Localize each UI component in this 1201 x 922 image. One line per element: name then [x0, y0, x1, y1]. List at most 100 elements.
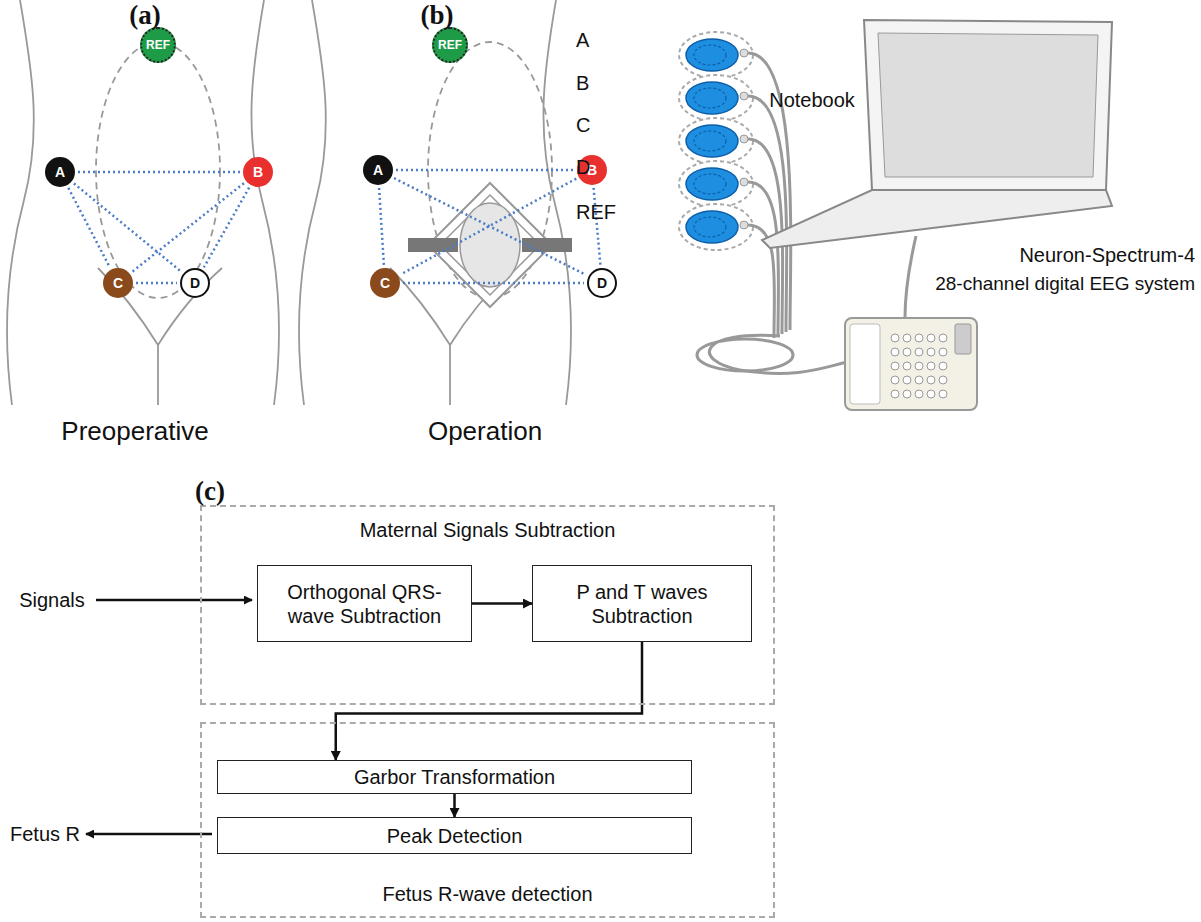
eeg-cable	[905, 236, 916, 318]
process-label: Peak Detection	[387, 824, 523, 848]
electrode-pads	[679, 204, 753, 250]
electrode-marker: D	[180, 268, 210, 298]
eeg-device	[915, 390, 923, 398]
electrode-letter: C	[380, 275, 390, 291]
flow-arrow	[96, 599, 252, 602]
electrode-marker: A	[45, 157, 75, 187]
eeg-device	[891, 334, 899, 342]
panel-caption: Preoperative	[61, 417, 208, 447]
torso-outline	[449, 345, 451, 405]
eeg-device	[939, 348, 947, 356]
electrode-marker: C	[370, 268, 400, 298]
electrode-lead-line	[594, 188, 601, 265]
eeg-device	[939, 390, 947, 398]
notebook	[864, 20, 1112, 190]
electrode-pads	[679, 161, 753, 207]
electrode-letter: A	[373, 162, 383, 178]
electrode-lead-line	[136, 282, 177, 285]
torso-outline	[543, 0, 570, 405]
eeg-device	[927, 334, 935, 342]
electrode-lead-line	[403, 282, 584, 285]
eeg-device	[891, 376, 899, 384]
eeg-device	[891, 390, 899, 398]
notebook	[762, 20, 1112, 248]
panel-letter: (b)	[421, 0, 454, 31]
electrode-name: A	[576, 29, 589, 52]
flow-arrow	[472, 602, 532, 605]
electrode-letter: A	[55, 164, 65, 180]
surgical-field	[408, 238, 458, 252]
electrode-pads	[679, 32, 753, 78]
torso-outline	[157, 345, 159, 405]
eeg-device	[927, 390, 935, 398]
eeg-device	[927, 348, 935, 356]
electrode-name: D	[576, 156, 590, 179]
electrode-lead-line	[78, 171, 240, 174]
eeg-device	[927, 376, 935, 384]
eeg-device	[891, 362, 899, 370]
electrode-marker: C	[103, 268, 133, 298]
electrode-name: REF	[576, 201, 616, 224]
process-label: P and T waves Subtraction	[541, 580, 743, 628]
signal-name: Fetus R	[10, 823, 80, 846]
torso-outline	[251, 0, 278, 405]
electrode-marker: B	[243, 157, 273, 187]
group-heading: Fetus R-wave detection	[202, 883, 773, 906]
electrode-lead-line	[68, 188, 109, 267]
electrode-lead-line	[74, 183, 181, 271]
signal-name: Signals	[19, 589, 85, 612]
eeg-device	[915, 376, 923, 384]
flow-arrow	[453, 794, 456, 817]
flow-arrow	[336, 642, 642, 760]
electrode-marker: REF	[140, 27, 176, 63]
electrode-lead-line	[396, 169, 574, 172]
eeg-cable	[905, 236, 916, 318]
surgical-field	[522, 238, 572, 252]
electrode-letter: D	[190, 275, 200, 291]
process-label: Garbor Transformation	[354, 765, 555, 789]
eeg-device	[845, 318, 977, 410]
electrode-lead-line	[204, 188, 249, 268]
device-name: 28-channel digital EEG system	[935, 273, 1195, 295]
torso-outline	[7, 0, 34, 405]
eeg-device	[939, 334, 947, 342]
electrode-letter: D	[597, 275, 607, 291]
electrode-pads	[679, 32, 753, 250]
eeg-device	[845, 318, 977, 410]
panel-letter: (c)	[195, 476, 225, 507]
eeg-device	[939, 362, 947, 370]
eeg-device	[903, 334, 911, 342]
surgical-field	[460, 203, 520, 287]
process-box: P and T waves Subtraction	[532, 565, 752, 642]
eeg-device	[903, 376, 911, 384]
electrode-wires	[697, 339, 793, 371]
eeg-device	[915, 348, 923, 356]
eeg-device	[891, 348, 899, 356]
torso-outline	[98, 268, 222, 345]
process-box: Peak Detection	[217, 817, 692, 854]
process-box: Orthogonal QRS-wave Subtraction	[257, 565, 472, 642]
device-name: Neuron-Spectrum-4	[1019, 244, 1195, 267]
process-label: Orthogonal QRS-wave Subtraction	[266, 580, 463, 628]
process-box: Garbor Transformation	[217, 760, 692, 794]
eeg-device	[903, 390, 911, 398]
process-group: Fetus R-wave detection Garbor Transformat…	[200, 722, 775, 918]
electrode-name: B	[576, 72, 589, 95]
electrode-name: C	[576, 114, 590, 137]
electrode-letter: REF	[438, 38, 462, 52]
eeg-device	[927, 362, 935, 370]
surgical-field	[408, 183, 572, 307]
torso-outline	[7, 0, 279, 405]
group-heading: Maternal Signals Subtraction	[202, 519, 773, 542]
eeg-device	[850, 324, 880, 404]
torso-outline	[299, 0, 326, 405]
notebook	[762, 190, 1112, 248]
process-group: Maternal Signals SubtractionOrthogonal Q…	[200, 505, 775, 705]
electrode-letter: B	[253, 164, 263, 180]
torso-outline	[96, 42, 220, 298]
eeg-device	[903, 362, 911, 370]
electrode-pads	[679, 75, 753, 121]
eeg-device	[891, 334, 947, 398]
